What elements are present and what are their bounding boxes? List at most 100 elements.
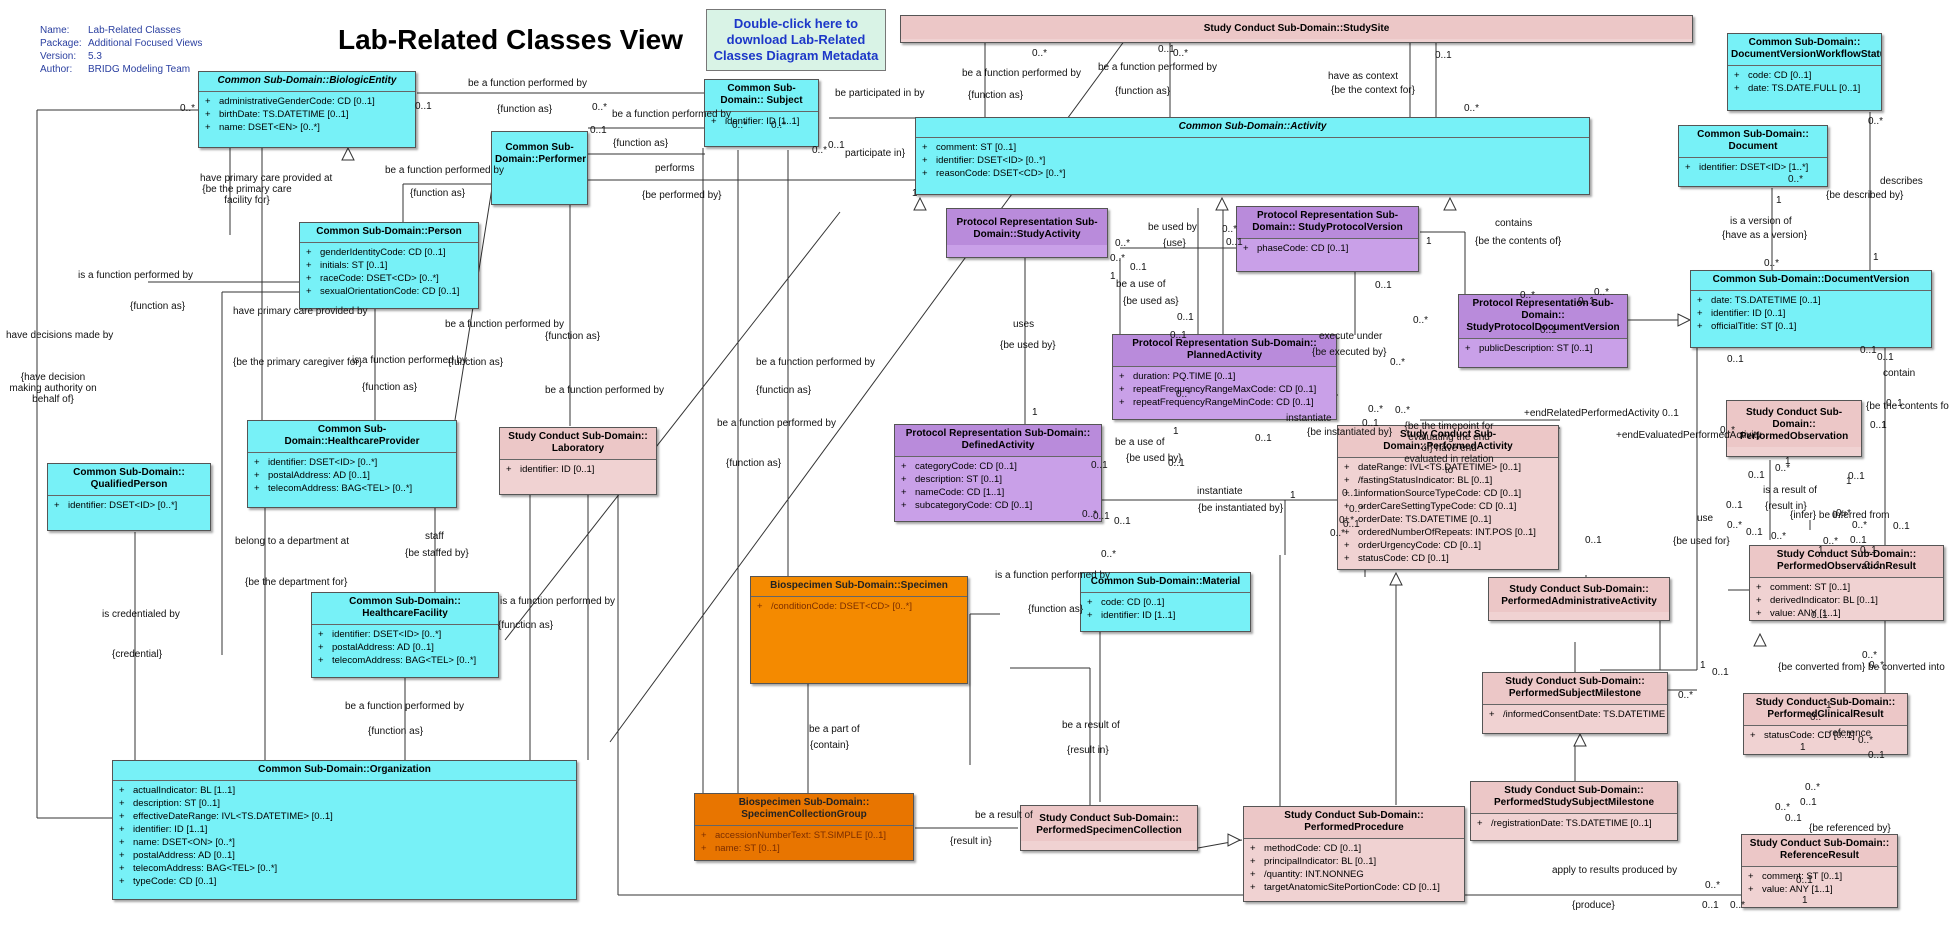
multiplicity-label: 0..1 — [1177, 312, 1194, 323]
class-title: Protocol Representation Sub-Domain:: Pla… — [1113, 335, 1336, 367]
class-specimen[interactable]: Biospecimen Sub-Domain::Specimen /condit… — [750, 576, 968, 684]
metadata-download-note[interactable]: Double-click here to download Lab-Relate… — [706, 9, 886, 71]
association-label: {function as} — [130, 301, 186, 312]
class-attribute: comment: ST [0..1] — [1756, 581, 1939, 594]
class-subject[interactable]: Common Sub-Domain:: Subject identifier: … — [704, 79, 819, 147]
multiplicity-label: 0..1 — [1712, 667, 1729, 678]
association-label: {result in} — [1067, 745, 1109, 756]
multiplicity-label: 0..1 — [1255, 433, 1272, 444]
multiplicity-label: 0..1 — [1226, 237, 1243, 248]
class-planned-activity[interactable]: Protocol Representation Sub-Domain:: Pla… — [1112, 334, 1337, 420]
class-attributes: comment: ST [0..1]derivedIndicator: BL [… — [1750, 578, 1943, 620]
class-title: Common Sub-Domain:: Subject — [705, 80, 818, 112]
association-label: be a function performed by — [385, 165, 504, 176]
association-label: {be described by} — [1826, 190, 1904, 201]
class-attribute: postalAddress: AD [0..1] — [254, 469, 452, 482]
class-title: Study Conduct Sub-Domain:: PerformedSubj… — [1483, 673, 1667, 705]
class-study-protocol-version[interactable]: Protocol Representation Sub-Domain:: Stu… — [1236, 206, 1419, 272]
class-title: Study Conduct Sub-Domain::StudySite — [901, 16, 1692, 39]
class-person[interactable]: Common Sub-Domain::Person genderIdentity… — [299, 222, 479, 309]
class-laboratory[interactable]: Study Conduct Sub-Domain:: Laboratory id… — [499, 427, 657, 495]
class-performed-specimen-collection[interactable]: Study Conduct Sub-Domain:: PerformedSpec… — [1020, 805, 1198, 851]
multiplicity-label: 0..1 — [1868, 750, 1885, 761]
multiplicity-label: 1 — [1785, 456, 1791, 467]
multiplicity-label: 0..1 — [1702, 900, 1719, 911]
class-title: Study Conduct Sub-Domain:: PerformedClin… — [1744, 694, 1907, 726]
multiplicity-label: 0..1 — [590, 125, 607, 136]
multiplicity-label: 0..1 — [1093, 511, 1110, 522]
class-biologic-entity[interactable]: Common Sub-Domain::BiologicEntity admini… — [198, 71, 416, 148]
multiplicity-label: 0..1 — [1375, 280, 1392, 291]
class-attribute: statusCode: CD [0..1] — [1750, 729, 1903, 742]
class-document-version-workflow-status[interactable]: Common Sub-Domain:: DocumentVersionWorkf… — [1727, 33, 1882, 111]
class-attribute: subcategoryCode: CD [0..1] — [901, 499, 1097, 512]
multiplicity-label: 0..1 — [1727, 354, 1744, 365]
multiplicity-label: 0..* — [1520, 290, 1536, 301]
class-attribute: /registrationDate: TS.DATETIME [0..1] — [1477, 817, 1673, 830]
multiplicity-label: 1 — [1802, 895, 1808, 906]
class-performed-clinical-result[interactable]: Study Conduct Sub-Domain:: PerformedClin… — [1743, 693, 1908, 755]
class-study-protocol-document-version[interactable]: Protocol Representation Sub-Domain:: Stu… — [1458, 294, 1628, 368]
class-study-activity[interactable]: Protocol Representation Sub-Domain::Stud… — [946, 208, 1108, 258]
multiplicity-label: 0..1 — [1893, 521, 1910, 532]
association-label: {produce} — [1572, 900, 1615, 911]
class-performed-activity[interactable]: Study Conduct Sub-Domain::PerformedActiv… — [1337, 425, 1559, 570]
class-qualified-person[interactable]: Common Sub-Domain:: QualifiedPerson iden… — [47, 463, 211, 531]
multiplicity-label: 0..* — [771, 120, 787, 131]
multiplicity-label: 1 — [1846, 476, 1852, 487]
class-performed-observation-result[interactable]: Study Conduct Sub-Domain:: PerformedObse… — [1749, 545, 1944, 621]
class-attribute: identifier: DSET<ID> [0..*] — [318, 628, 494, 641]
class-title: Study Conduct Sub-Domain:: PerformedObse… — [1727, 401, 1861, 447]
association-label: {be the department for} — [245, 577, 348, 588]
class-performer[interactable]: Common Sub-Domain::Performer — [491, 131, 588, 205]
class-performed-subject-milestone[interactable]: Study Conduct Sub-Domain:: PerformedSubj… — [1482, 672, 1668, 734]
class-title: Common Sub-Domain:: DocumentVersionWorkf… — [1728, 34, 1881, 66]
class-performed-procedure[interactable]: Study Conduct Sub-Domain:: PerformedProc… — [1243, 806, 1465, 902]
class-attribute: code: CD [0..1] — [1734, 69, 1877, 82]
multiplicity-label: 0..* — [1101, 549, 1117, 560]
class-attributes: code: CD [0..1]identifier: ID [1..1] — [1081, 593, 1250, 624]
association-label: be a function performed by — [445, 319, 564, 330]
multiplicity-label: 0..1 — [1114, 516, 1131, 527]
multiplicity-label: 0..1 — [1748, 470, 1765, 481]
class-healthcare-facility[interactable]: Common Sub-Domain:: HealthcareFacility i… — [311, 592, 499, 678]
class-material[interactable]: Common Sub-Domain::Material code: CD [0.… — [1080, 572, 1251, 632]
class-attribute: name: DSET<EN> [0..*] — [205, 121, 411, 134]
class-performed-study-subject-milestone[interactable]: Study Conduct Sub-Domain:: PerformedStud… — [1470, 781, 1678, 841]
class-attribute: repeatFrequencyRangeMinCode: CD [0..1] — [1119, 396, 1332, 409]
class-title: Common Sub-Domain::Activity — [916, 118, 1589, 138]
association-label: {have as a version} — [1722, 230, 1808, 241]
class-healthcare-provider[interactable]: Common Sub-Domain::HealthcareProvider id… — [247, 420, 457, 508]
association-label: {be staffed by} — [405, 548, 469, 559]
class-attribute: genderIdentityCode: CD [0..1] — [306, 246, 474, 259]
class-performed-observation[interactable]: Study Conduct Sub-Domain:: PerformedObse… — [1726, 400, 1862, 457]
multiplicity-label: 1 — [1800, 742, 1806, 753]
association-label: {result in} — [1765, 501, 1807, 512]
class-defined-activity[interactable]: Protocol Representation Sub-Domain:: Def… — [894, 424, 1102, 522]
association-label: {be used for} — [1673, 536, 1730, 547]
class-attribute: date: TS.DATETIME [0..1] — [1697, 294, 1927, 307]
class-organization[interactable]: Common Sub-Domain::Organization actualIn… — [112, 760, 577, 900]
class-document[interactable]: Common Sub-Domain:: Document identifier:… — [1678, 125, 1828, 187]
association-label: is a function performed by — [78, 270, 194, 281]
association-label: {credential} — [112, 649, 163, 660]
multiplicity-label: 1 — [1818, 545, 1824, 556]
association-label: performs — [655, 163, 695, 174]
class-document-version[interactable]: Common Sub-Domain::DocumentVersion date:… — [1690, 270, 1932, 348]
class-attributes: comment: ST [0..1]identifier: DSET<ID> [… — [916, 138, 1589, 182]
class-attribute: identifier: ID [1..1] — [1087, 609, 1246, 622]
class-attributes: publicDescription: ST [0..1] — [1459, 339, 1627, 357]
class-title: Common Sub-Domain::DocumentVersion — [1691, 271, 1931, 291]
class-specimen-collection-group[interactable]: Biospecimen Sub-Domain:: SpecimenCollect… — [694, 793, 914, 861]
class-attribute: telecomAddress: BAG<TEL> [0..*] — [254, 482, 452, 495]
class-attributes: identifier: DSET<ID> [0..*]postalAddress… — [312, 625, 498, 669]
multiplicity-label: 0..* — [1339, 515, 1355, 526]
class-reference-result[interactable]: Study Conduct Sub-Domain:: ReferenceResu… — [1741, 834, 1898, 908]
class-performed-administrative-activity[interactable]: Study Conduct Sub-Domain:: PerformedAdmi… — [1488, 577, 1670, 621]
class-activity[interactable]: Common Sub-Domain::Activity comment: ST … — [915, 117, 1590, 195]
class-attributes: categoryCode: CD [0..1]description: ST [… — [895, 457, 1101, 514]
class-study-site[interactable]: Study Conduct Sub-Domain::StudySite — [900, 15, 1693, 43]
class-attribute: name: DSET<ON> [0..*] — [119, 836, 572, 849]
class-attribute: date: TS.DATE.FULL [0..1] — [1734, 82, 1877, 95]
class-title: Common Sub-Domain::HealthcareProvider — [248, 421, 456, 453]
